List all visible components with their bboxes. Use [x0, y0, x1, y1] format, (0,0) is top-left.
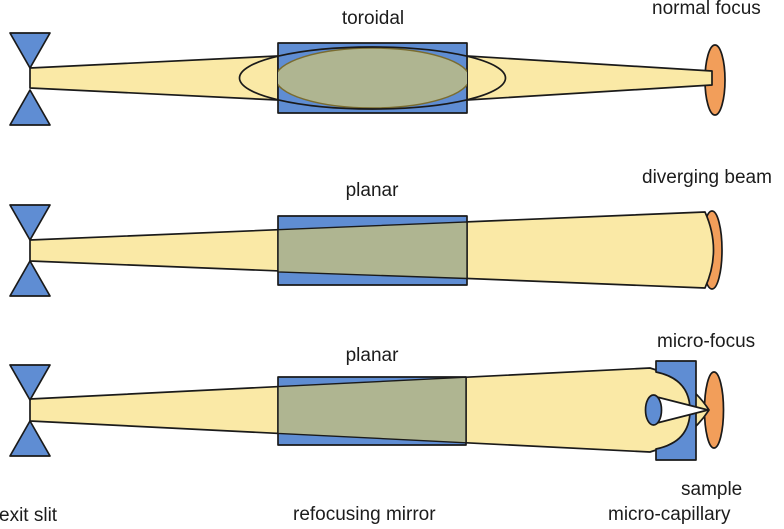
exit-slit-top-jaw [9, 364, 51, 401]
beam-segment-converging [466, 55, 713, 101]
exit-slit-bottom-jaw [9, 89, 51, 126]
label-refocusing-mirror: refocusing mirror [293, 504, 436, 525]
beam-mirror-overlap [278, 47, 467, 109]
label-planar-row3: planar [345, 345, 399, 366]
beam-mirror-overlap [277, 376, 467, 444]
label-micro-focus: micro-focus [657, 331, 756, 352]
label-exit-slit: exit slit [0, 505, 58, 526]
toroidal-surface-ellipse [238, 46, 507, 110]
row-planar-diverging [9, 204, 723, 297]
label-toroidal: toroidal [341, 8, 405, 29]
beam-mirror-overlap [277, 221, 468, 280]
row-planar-microfocus [9, 360, 725, 461]
exit-slit-bottom-jaw [9, 260, 51, 297]
label-micro-capillary: micro-capillary [608, 504, 731, 525]
capillary-entrance [644, 394, 663, 426]
exit-slit-top-jaw [9, 204, 51, 241]
exit-slit-top-jaw [9, 32, 51, 69]
label-planar-row2: planar [345, 180, 399, 201]
row-toroidal [9, 32, 726, 126]
label-diverging-beam: diverging beam [642, 167, 772, 188]
label-sample: sample [681, 479, 743, 500]
exit-slit-bottom-jaw [9, 420, 51, 457]
beam-segment-left [29, 55, 279, 101]
label-normal-focus: normal focus [652, 0, 761, 19]
